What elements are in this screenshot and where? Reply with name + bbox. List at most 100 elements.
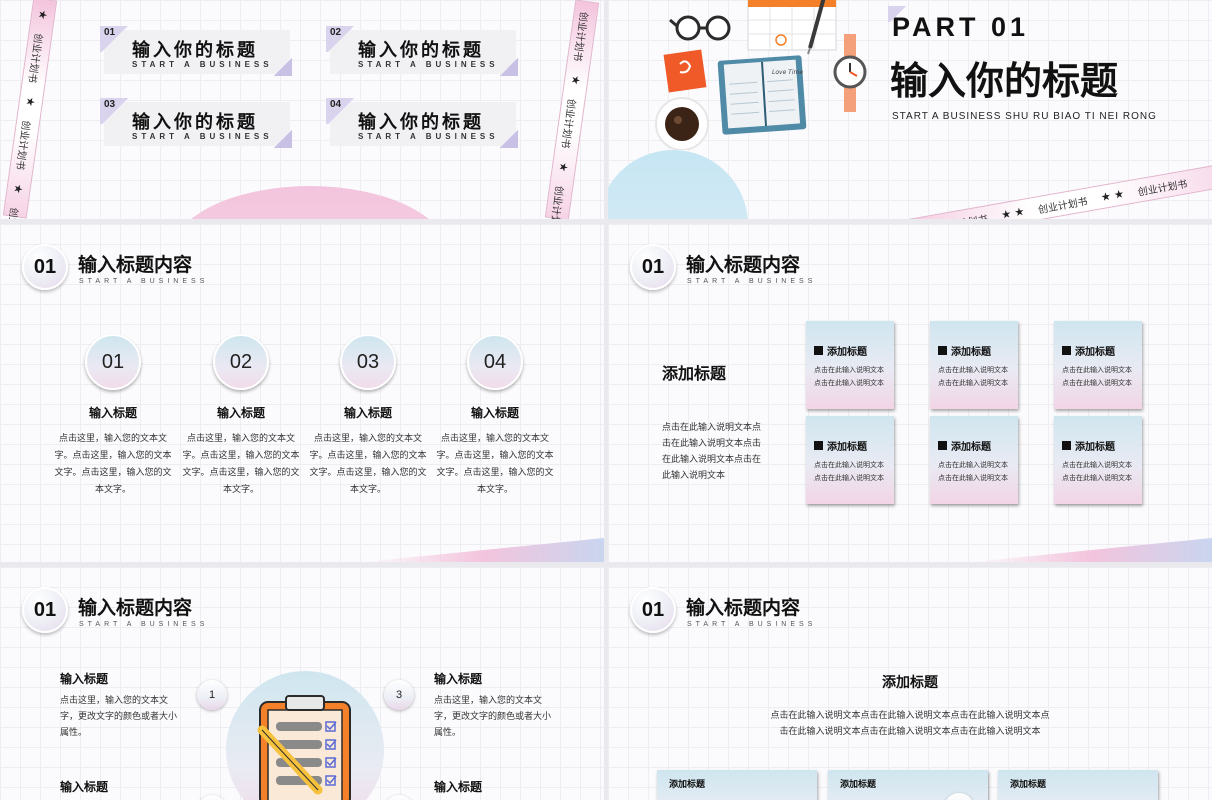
header-subtitle: START A BUSINESS bbox=[79, 621, 209, 628]
square-bullet-icon bbox=[1062, 346, 1071, 355]
block-description: 点击这里，输入您的文本文字，更改文字的颜色或者大小属性。 bbox=[434, 696, 552, 738]
block-title: 输入标题 bbox=[434, 780, 483, 794]
feature-description: 点击这里，输入您的文本文字。点击这里，输入您的文本文字。点击这里，输入您的文本文… bbox=[54, 434, 172, 495]
slide4-description: 点击在此输入说明文本点击在此输入说明文本点击在此输入说明文本点击在此输入说明文本 bbox=[662, 423, 762, 481]
step-number-4 bbox=[384, 795, 414, 800]
feature-description: 点击这里，输入您的文本文字。点击这里，输入您的文本文字。点击这里，输入您的文本文… bbox=[436, 434, 554, 495]
block-title: 输入标题 bbox=[434, 672, 483, 686]
slide2-title: 输入你的标题 bbox=[890, 59, 1119, 103]
header-title: 输入标题内容 bbox=[686, 254, 801, 276]
feature-title: 输入标题 bbox=[216, 406, 265, 420]
slide-4-thumbnail[interactable]: 01 输入标题内容 START A BUSINESS 添加标题 点击在此输入说明… bbox=[608, 224, 1212, 562]
card-number: 01 bbox=[100, 26, 130, 52]
card-number: 03 bbox=[100, 98, 130, 124]
card-title: 输入你的标题 bbox=[132, 112, 258, 133]
text-block-top-left[interactable]: 输入标题 点击这里，输入您的文本文字，更改文字的颜色或者大小属性。 bbox=[60, 670, 178, 741]
card-subtitle: START A BUSINESS bbox=[358, 132, 499, 141]
info-card-title: 添加标题 bbox=[1010, 780, 1047, 790]
grid-card-description: 点击在此输入说明文本点击在此输入说明文本 bbox=[938, 461, 1008, 482]
coffee-cup-icon bbox=[655, 97, 709, 150]
grid-card-description: 点击在此输入说明文本点击在此输入说明文本 bbox=[814, 461, 884, 482]
title-card-02[interactable]: 02 输入你的标题 START A BUSINESS bbox=[326, 26, 518, 76]
corner-triangle bbox=[500, 58, 518, 76]
info-card-3[interactable]: 添加标题 bbox=[998, 770, 1158, 800]
info-card-title: 添加标题 bbox=[669, 780, 706, 790]
step-number-1: 1 bbox=[197, 680, 227, 710]
feature-description: 点击这里，输入您的文本文字。点击这里，输入您的文本文字。点击这里，输入您的文本文… bbox=[309, 434, 427, 495]
grid-card-title: 添加标题 bbox=[827, 347, 867, 358]
text-block-bottom-left[interactable]: 输入标题 bbox=[60, 778, 178, 795]
feature-number-circle: 01 bbox=[85, 334, 141, 390]
header-title: 输入标题内容 bbox=[78, 597, 193, 619]
block-title: 输入标题 bbox=[60, 780, 109, 794]
square-bullet-icon bbox=[1062, 441, 1071, 450]
info-card-title: 添加标题 bbox=[840, 780, 877, 790]
square-bullet-icon bbox=[938, 346, 947, 355]
desk-illustration: Love Time bbox=[655, 0, 867, 150]
title-card-03[interactable]: 03 输入你的标题 START A BUSINESS bbox=[100, 98, 292, 148]
grid-card-3[interactable]: 添加标题 点击在此输入说明文本点击在此输入说明文本 bbox=[1054, 321, 1142, 409]
grid-card-title: 添加标题 bbox=[1075, 442, 1115, 453]
header-title: 输入标题内容 bbox=[78, 254, 193, 276]
card-title: 输入你的标题 bbox=[358, 112, 484, 133]
feature-item-02[interactable]: 02 输入标题 点击这里，输入您的文本文字。点击这里，输入您的文本文字。点击这里… bbox=[182, 334, 300, 499]
feature-number-circle: 02 bbox=[213, 334, 269, 390]
feature-item-03[interactable]: 03 输入标题 点击这里，输入您的文本文字。点击这里，输入您的文本文字。点击这里… bbox=[309, 334, 427, 499]
text-block-top-right[interactable]: 输入标题 点击这里，输入您的文本文字，更改文字的颜色或者大小属性。 bbox=[434, 670, 552, 741]
grid-card-2[interactable]: 添加标题 点击在此输入说明文本点击在此输入说明文本 bbox=[930, 321, 1018, 409]
slide-1-thumbnail[interactable]: ★创业计划书 ★创业计划书 ★创业计划书 创业计划书★ 创业计划书★ 创业计划书… bbox=[0, 0, 604, 219]
card-subtitle: START A BUSINESS bbox=[132, 132, 273, 141]
title-card-01[interactable]: 01 输入你的标题 START A BUSINESS bbox=[100, 26, 292, 76]
card-number: 02 bbox=[326, 26, 356, 52]
feature-item-01[interactable]: 01 输入标题 点击这里，输入您的文本文字。点击这里，输入您的文本文字。点击这里… bbox=[54, 334, 172, 499]
feature-item-04[interactable]: 04 输入标题 点击这里，输入您的文本文字。点击这里，输入您的文本文字。点击这里… bbox=[436, 334, 554, 499]
slide6-description-line1: 点击在此输入说明文本点击在此输入说明文本点击在此输入说明文本点 bbox=[770, 711, 1050, 721]
grid-card-1[interactable]: 添加标题 点击在此输入说明文本点击在此输入说明文本 bbox=[806, 321, 894, 409]
watch-icon bbox=[833, 34, 867, 112]
grid-card-title: 添加标题 bbox=[1075, 347, 1115, 358]
grid-card-6[interactable]: 添加标题 点击在此输入说明文本点击在此输入说明文本 bbox=[1054, 416, 1142, 504]
slide4-title: 添加标题 bbox=[662, 364, 727, 383]
grid-card-title: 添加标题 bbox=[827, 442, 867, 453]
card-subtitle: START A BUSINESS bbox=[132, 60, 273, 69]
pen-icon bbox=[807, 0, 826, 55]
part-label: PART 01 bbox=[892, 12, 1030, 42]
slide-5-thumbnail[interactable]: 01 输入标题内容 START A BUSINESS 输入标题 点击这里，输入您… bbox=[0, 567, 604, 800]
block-title: 输入标题 bbox=[60, 672, 109, 686]
step-number-2 bbox=[197, 795, 227, 800]
feature-number-circle: 04 bbox=[467, 334, 523, 390]
grid-card-description: 点击在此输入说明文本点击在此输入说明文本 bbox=[1062, 366, 1132, 387]
corner-wedge bbox=[972, 538, 1212, 562]
part-corner-mark bbox=[888, 6, 908, 22]
corner-wedge bbox=[364, 538, 604, 562]
header-number-badge: 01 bbox=[22, 587, 68, 633]
card-title: 输入你的标题 bbox=[132, 40, 258, 61]
slide-3-thumbnail[interactable]: 01 输入标题内容 START A BUSINESS 01 输入标题 点击这里，… bbox=[0, 224, 604, 562]
sticky-note-icon bbox=[663, 49, 707, 93]
slide6-title: 添加标题 bbox=[882, 675, 938, 691]
ribbon-diagonal: ★ ★创业计划书 ★ ★创业计划书 ★ ★创业计划书 bbox=[888, 159, 1212, 219]
square-bullet-icon bbox=[814, 441, 823, 450]
feature-title: 输入标题 bbox=[88, 406, 137, 420]
grid-card-5[interactable]: 添加标题 点击在此输入说明文本点击在此输入说明文本 bbox=[930, 416, 1018, 504]
grid-card-4[interactable]: 添加标题 点击在此输入说明文本点击在此输入说明文本 bbox=[806, 416, 894, 504]
grid-card-title: 添加标题 bbox=[951, 347, 991, 358]
text-block-bottom-right[interactable]: 输入标题 bbox=[434, 778, 552, 795]
grid-card-description: 点击在此输入说明文本点击在此输入说明文本 bbox=[1062, 461, 1132, 482]
block-description: 点击这里，输入您的文本文字，更改文字的颜色或者大小属性。 bbox=[60, 696, 178, 738]
pencil-icon bbox=[257, 725, 324, 796]
feature-title: 输入标题 bbox=[470, 406, 519, 420]
clipboard-checklist-icon bbox=[257, 695, 351, 800]
grid-card-title: 添加标题 bbox=[951, 442, 991, 453]
card-number: 04 bbox=[326, 98, 356, 124]
slide-2-thumbnail[interactable]: Love Time PART 01 输入你的标题 START A BUSINES… bbox=[608, 0, 1212, 219]
slide2-subtitle: START A BUSINESS SHU RU BIAO TI NEI RONG bbox=[892, 111, 1157, 122]
corner-triangle bbox=[274, 58, 292, 76]
feature-number-circle: 03 bbox=[340, 334, 396, 390]
card-badge-circle bbox=[944, 793, 974, 800]
slide-6-thumbnail[interactable]: 01 输入标题内容 START A BUSINESS 添加标题 点击在此输入说明… bbox=[608, 567, 1212, 800]
info-card-1[interactable]: 添加标题 bbox=[657, 770, 817, 800]
header-subtitle: START A BUSINESS bbox=[79, 278, 209, 285]
title-card-04[interactable]: 04 输入你的标题 START A BUSINESS bbox=[326, 98, 518, 148]
square-bullet-icon bbox=[814, 346, 823, 355]
